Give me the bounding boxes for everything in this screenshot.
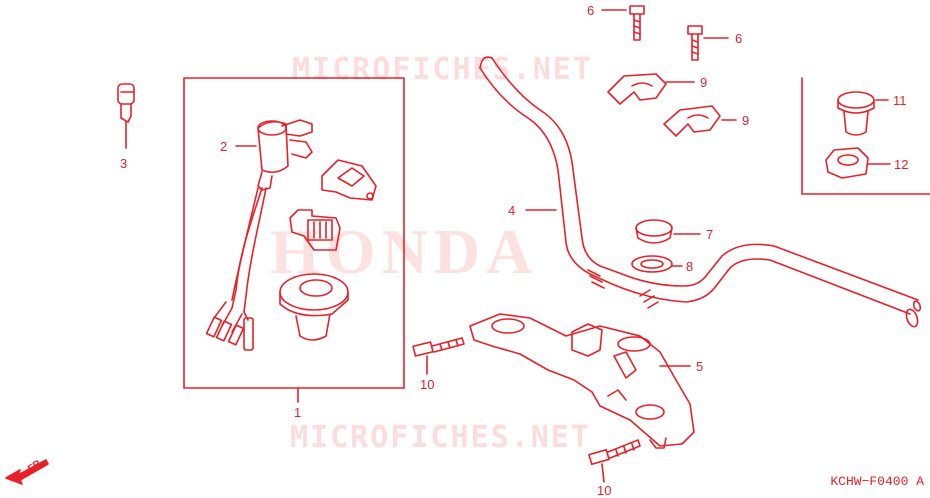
bar-end-weight-part-11 <box>837 91 889 136</box>
bolt-part-6-a <box>601 5 645 41</box>
connector-housing <box>289 209 341 251</box>
callout-1: 1 <box>294 405 302 420</box>
ignition-switch-kit-box <box>183 77 405 389</box>
key-part-3 <box>117 83 135 149</box>
bolt-part-6-b <box>687 25 729 61</box>
watermark-top: MICROFICHES.NET <box>292 52 593 87</box>
callout-5: 5 <box>696 359 704 374</box>
callout-7: 7 <box>706 227 714 242</box>
watermark-bottom: MICROFICHES.NET <box>290 420 591 455</box>
callout-3: 3 <box>120 156 128 171</box>
nut-part-12 <box>825 147 891 179</box>
handlebar-part-4 <box>479 56 922 328</box>
cap-part-7 <box>635 219 701 244</box>
ignition-cap <box>279 273 349 341</box>
inset-bracket <box>801 77 930 195</box>
ignition-switch-part-2 <box>205 119 313 351</box>
callout-6-a: 6 <box>587 3 595 18</box>
bolt-part-10-b <box>588 439 641 483</box>
washer-part-8 <box>631 255 683 273</box>
top-bridge-part-5 <box>469 313 695 449</box>
callout-4: 4 <box>508 203 516 218</box>
callout-2: 2 <box>220 139 228 154</box>
callout-8: 8 <box>686 259 694 274</box>
connector-clip <box>321 159 377 201</box>
callout-9-b: 9 <box>742 113 750 128</box>
callout-11: 11 <box>893 93 907 108</box>
bolt-part-10-a <box>412 337 465 375</box>
callout-10-a: 10 <box>420 377 435 392</box>
upper-holder-part-9-a <box>607 73 695 105</box>
callout-6-b: 6 <box>735 31 743 46</box>
callout-12: 12 <box>894 157 909 172</box>
diagram-code: KCHW−F0400 A <box>830 474 924 489</box>
upper-holder-part-9-b <box>663 105 737 137</box>
callout-10-b: 10 <box>597 483 612 498</box>
callout-9-a: 9 <box>700 75 708 90</box>
front-direction-arrow-icon <box>5 459 49 485</box>
